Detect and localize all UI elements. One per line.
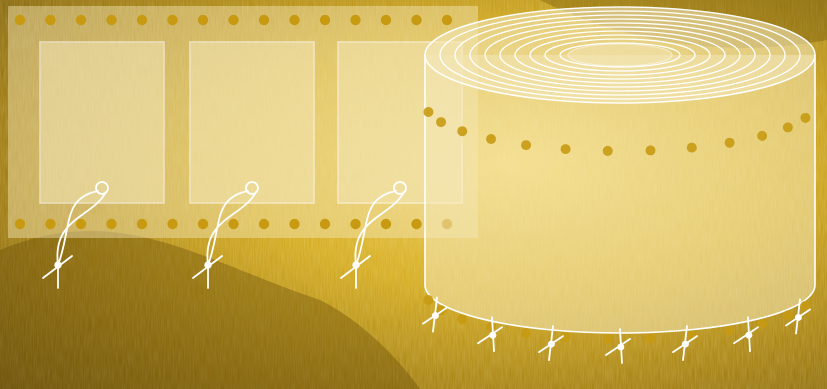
sprocket-hole <box>198 219 208 229</box>
film-reel <box>423 7 815 344</box>
sprocket-hole <box>350 15 360 25</box>
film-frames <box>40 42 462 203</box>
sprocket-hole <box>381 219 391 229</box>
sprocket-hole <box>45 219 55 229</box>
sprocket-hole <box>15 15 25 25</box>
sprocket-hole <box>411 219 421 229</box>
sprocket-hole <box>350 219 360 229</box>
sprocket-row-bottom <box>15 219 452 229</box>
reel-hub <box>568 44 672 66</box>
sprocket-hole <box>289 219 299 229</box>
sprocket-hole <box>259 15 269 25</box>
sprocket-row-top <box>15 15 452 25</box>
reel-sprocket-hole <box>521 328 531 338</box>
reel-sprocket-hole <box>457 314 467 324</box>
sprocket-hole <box>228 219 238 229</box>
sprocket-hole <box>137 15 147 25</box>
reel-sprocket-hole <box>457 126 467 136</box>
sprocket-hole <box>320 219 330 229</box>
reel-sprocket-hole <box>423 295 433 305</box>
reel-sprocket-hole <box>436 117 446 127</box>
film-frame <box>40 42 164 203</box>
reel-sprocket-hole <box>687 143 697 153</box>
reel-sprocket-hole <box>486 134 496 144</box>
reel-sprocket-hole <box>423 107 433 117</box>
reel-sprocket-hole <box>757 131 767 141</box>
sprocket-hole <box>15 219 25 229</box>
sprocket-hole <box>289 15 299 25</box>
reel-sprocket-hole <box>800 113 810 123</box>
sprocket-hole <box>76 15 86 25</box>
sprocket-hole <box>198 15 208 25</box>
reel-sprocket-hole <box>646 333 656 343</box>
sprocket-hole <box>320 15 330 25</box>
reel-sprocket-hole <box>561 144 571 154</box>
reel-sprocket-hole <box>521 140 531 150</box>
sprocket-hole <box>137 219 147 229</box>
sprocket-hole <box>45 15 55 25</box>
reel-sprocket-hole <box>783 310 793 320</box>
sprocket-hole <box>381 15 391 25</box>
sprocket-hole <box>106 15 116 25</box>
reel-sprocket-hole <box>646 145 656 155</box>
film-strip <box>8 6 478 238</box>
sprocket-hole <box>167 15 177 25</box>
sprocket-hole <box>411 15 421 25</box>
sprocket-hole <box>106 219 116 229</box>
reel-sprocket-hole <box>486 322 496 332</box>
sprocket-hole <box>442 15 452 25</box>
reel-sprocket-hole <box>725 138 735 148</box>
sprocket-hole <box>167 219 177 229</box>
sprocket-hole <box>76 219 86 229</box>
reel-sprocket-hole <box>603 146 613 156</box>
film-frame <box>190 42 314 203</box>
reel-sprocket-hole <box>783 122 793 132</box>
reel-sprocket-hole <box>603 334 613 344</box>
reel-sprocket-hole <box>725 326 735 336</box>
sprocket-hole <box>259 219 269 229</box>
sprocket-hole <box>228 15 238 25</box>
